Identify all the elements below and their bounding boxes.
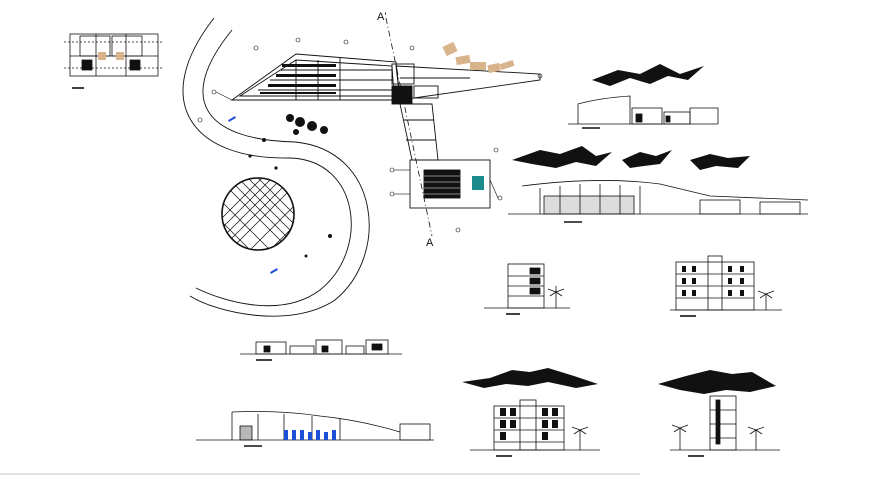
grid-bubbles xyxy=(197,37,543,233)
tree-cluster xyxy=(248,114,332,258)
section-label-top: A' xyxy=(377,11,386,23)
section-cut-line xyxy=(385,17,433,237)
connector-corridor xyxy=(391,63,541,105)
seating-grid xyxy=(260,64,336,94)
elevation-tower-narrow xyxy=(484,263,570,315)
elevation-tower-slim xyxy=(670,395,780,457)
elevation-low-building xyxy=(240,339,402,361)
curved-walkway xyxy=(182,17,352,307)
elevation-auditorium xyxy=(196,411,434,447)
elevation-small-pavilion xyxy=(568,95,719,129)
elevation-long-hall xyxy=(508,180,809,223)
section-label-bottom: A xyxy=(426,237,434,249)
roof-silhouettes xyxy=(462,64,776,394)
elevation-apartment-wide xyxy=(670,255,782,317)
blue-markers xyxy=(228,116,278,274)
elevation-apartment-front xyxy=(470,399,600,457)
paving-path xyxy=(442,41,515,74)
vertical-wing xyxy=(399,103,491,209)
key-plan xyxy=(64,33,164,89)
site-plan: A' A xyxy=(182,11,543,317)
